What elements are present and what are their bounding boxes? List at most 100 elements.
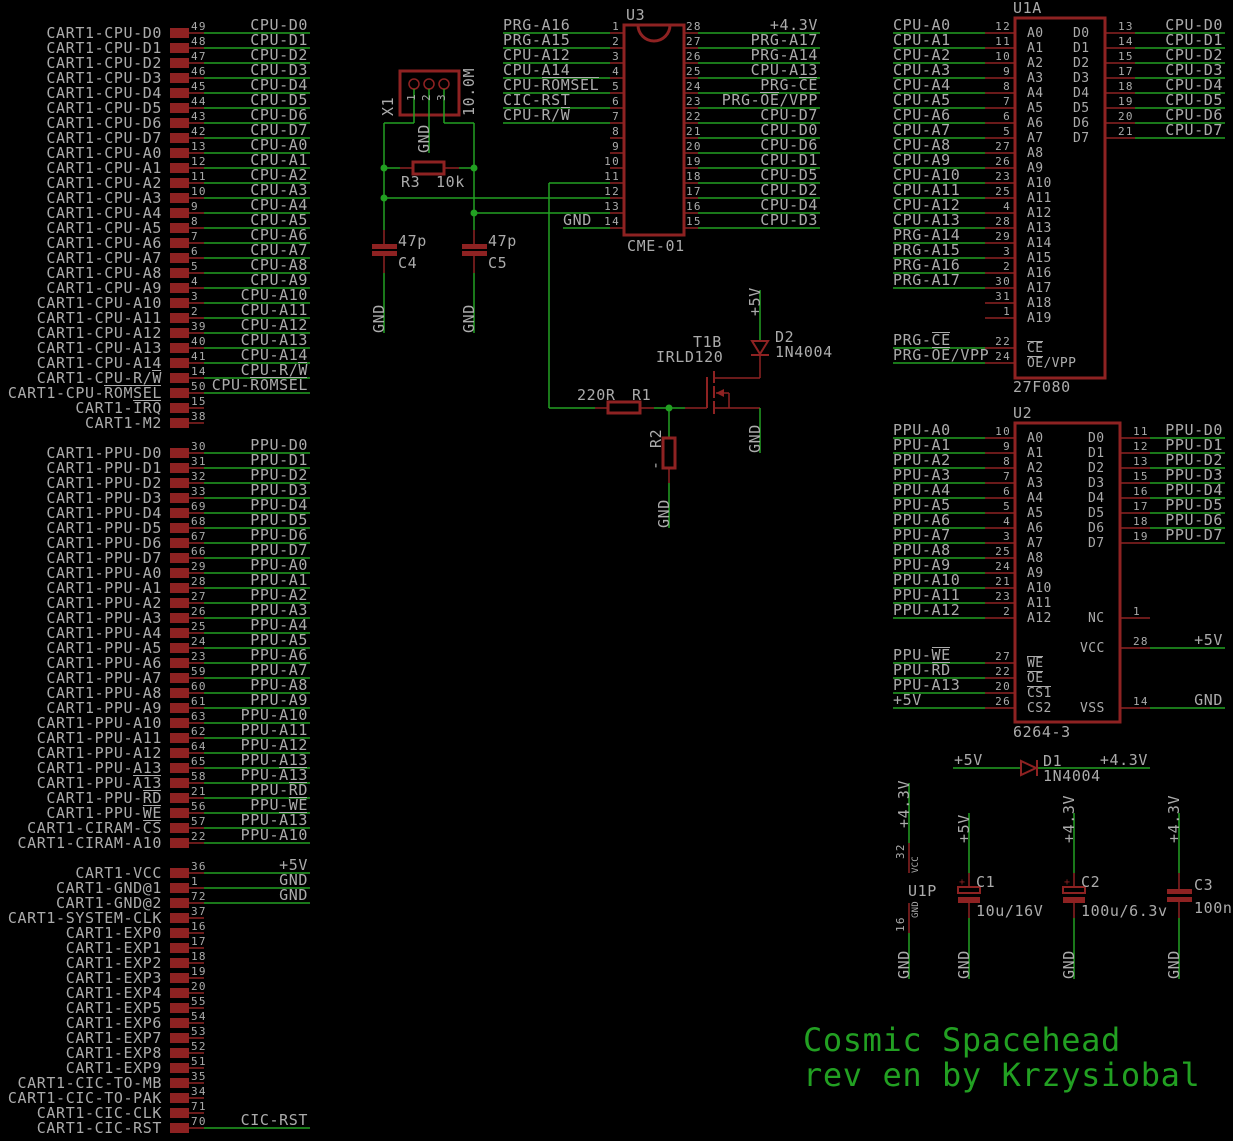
chip-pin-name: A15 xyxy=(1027,251,1052,266)
connector-pin-label: CART1-PPU-A0 xyxy=(46,564,162,583)
overline-bar xyxy=(760,92,779,94)
connector-pin-label: CART1-CPU-A6 xyxy=(46,234,162,253)
pin-number: 21 xyxy=(995,574,1011,588)
capacitor-plate xyxy=(1167,897,1192,902)
connector-pin-label: CART1-PPU-D1 xyxy=(46,459,162,478)
pin-number: 5 xyxy=(1003,499,1011,513)
connector-pad xyxy=(170,388,189,398)
chip-pin-name: A4 xyxy=(1027,491,1044,506)
net-label: CPU-D4 xyxy=(250,76,308,95)
u3-notch xyxy=(636,24,672,43)
u2-ref: U2 xyxy=(1013,404,1033,423)
connector-pin-label: CART1-CPU-D2 xyxy=(46,54,162,73)
connector-pin-label: CART1-PPU-D0 xyxy=(46,444,162,463)
connector-pad xyxy=(170,313,189,323)
r3-ref: R3 xyxy=(401,173,421,192)
net-label: CPU-D5 xyxy=(760,166,818,185)
cap-ref: C1 xyxy=(976,873,996,892)
pin-number: 11 xyxy=(1133,424,1149,438)
net-label: PPU-D3 xyxy=(250,481,308,500)
net-label: +5V xyxy=(279,856,308,875)
connector-pin-label: CART1-CPU-A1 xyxy=(46,159,162,178)
pin-number: 32 xyxy=(893,843,907,859)
plus-sign-icon: + xyxy=(1064,877,1070,888)
connector-pin-label: CART1-IRQ xyxy=(75,399,162,418)
pin-number: 46 xyxy=(191,64,207,78)
connector-pad xyxy=(170,118,189,128)
pin-number: 10 xyxy=(604,154,620,168)
connector-pin-label: CART1-PPU-A1 xyxy=(46,579,162,598)
pin-number: 40 xyxy=(191,334,207,348)
gnd-label: GND xyxy=(1165,950,1184,979)
mosfet-arrow xyxy=(716,389,724,397)
plus-sign-icon: + xyxy=(959,877,965,888)
connector-pad xyxy=(170,193,189,203)
net-label: GND xyxy=(279,871,308,890)
connector-pin-label: CART1-CPU-ROMSEL xyxy=(7,384,162,403)
chip-pin-name: A19 xyxy=(1027,311,1052,326)
connector-pin-label: CART1-CPU-A5 xyxy=(46,219,162,238)
pin-number: 18 xyxy=(686,169,702,183)
chip-pin-name: A8 xyxy=(1027,146,1044,161)
pin-number: 35 xyxy=(191,1069,207,1083)
connector-pin-label: CART1-PPU-D6 xyxy=(46,534,162,553)
pin-number: 66 xyxy=(191,544,207,558)
net-label: CPU-A4 xyxy=(893,76,951,95)
pin-number: 2 xyxy=(419,93,433,101)
pin-number: 12 xyxy=(1133,439,1149,453)
chip-pin-name: A2 xyxy=(1027,56,1044,71)
d1-value: 1N4004 xyxy=(1043,767,1101,786)
net-label: CPU-A14 xyxy=(503,61,571,80)
net-label: PRG-CE xyxy=(760,76,818,95)
pin-number: 32 xyxy=(191,469,207,483)
chip-pin-name: D1 xyxy=(1073,41,1090,56)
connector-pin-label: CART1-CIRAM-CS xyxy=(27,819,162,838)
r3-value: 10k xyxy=(436,173,465,192)
net-label: PPU-A10 xyxy=(893,571,961,590)
net-label: CPU-D5 xyxy=(250,91,308,110)
connector-pin-label: CART1-CPU-A4 xyxy=(46,204,162,223)
capacitor-plate xyxy=(462,244,487,249)
gnd-label: GND xyxy=(370,304,389,333)
chip-pin-name: D1 xyxy=(1088,446,1105,461)
net-label: CPU-A4 xyxy=(250,196,308,215)
net-label: PPU-D1 xyxy=(250,451,308,470)
net-label: PPU-D2 xyxy=(1165,451,1223,470)
net-label: CPU-A7 xyxy=(250,241,308,260)
pin-number: 72 xyxy=(191,889,207,903)
pin-number: 54 xyxy=(191,1009,207,1023)
u3-value: CME-01 xyxy=(627,237,685,256)
pin-number: 24 xyxy=(995,349,1011,363)
gnd-label: GND xyxy=(955,950,974,979)
pin-number: 16 xyxy=(893,916,907,932)
pin-number: 27 xyxy=(686,34,702,48)
net-label: CPU-A0 xyxy=(250,136,308,155)
net-label: PPU-D4 xyxy=(1165,481,1223,500)
pin-number: 24 xyxy=(686,79,702,93)
pin-number: 19 xyxy=(1118,94,1134,108)
connector-pin-label: CART1-CPU-A14 xyxy=(36,354,162,373)
pin-number: 64 xyxy=(191,739,207,753)
net-label: CPU-D3 xyxy=(250,61,308,80)
net-label: PPU-A0 xyxy=(250,556,308,575)
net-label: PPU-D6 xyxy=(1165,511,1223,530)
connector-pin-label: CART1-PPU-D2 xyxy=(46,474,162,493)
net-label: CPU-D7 xyxy=(250,121,308,140)
chip-pin-name: D7 xyxy=(1088,536,1105,551)
gnd-label: GND xyxy=(1060,950,1079,979)
u3-body xyxy=(622,23,686,237)
crystal-ref: X1 xyxy=(379,96,398,116)
pin-number: 4 xyxy=(1003,199,1011,213)
overline-bar xyxy=(931,647,951,649)
pin-number: 30 xyxy=(995,274,1011,288)
net-label: CPU-A8 xyxy=(893,136,951,155)
pin-number: 25 xyxy=(191,619,207,633)
connector-pad xyxy=(170,988,189,998)
net-label: CPU-A14 xyxy=(240,346,308,365)
net-label: CPU-D7 xyxy=(1165,121,1223,140)
overline-bar xyxy=(798,77,818,79)
chip-pin-name: A7 xyxy=(1027,131,1044,146)
pin-number: 34 xyxy=(191,1084,207,1098)
net-label: CPU-A10 xyxy=(893,166,961,185)
net-label: CPU-D2 xyxy=(250,46,308,65)
